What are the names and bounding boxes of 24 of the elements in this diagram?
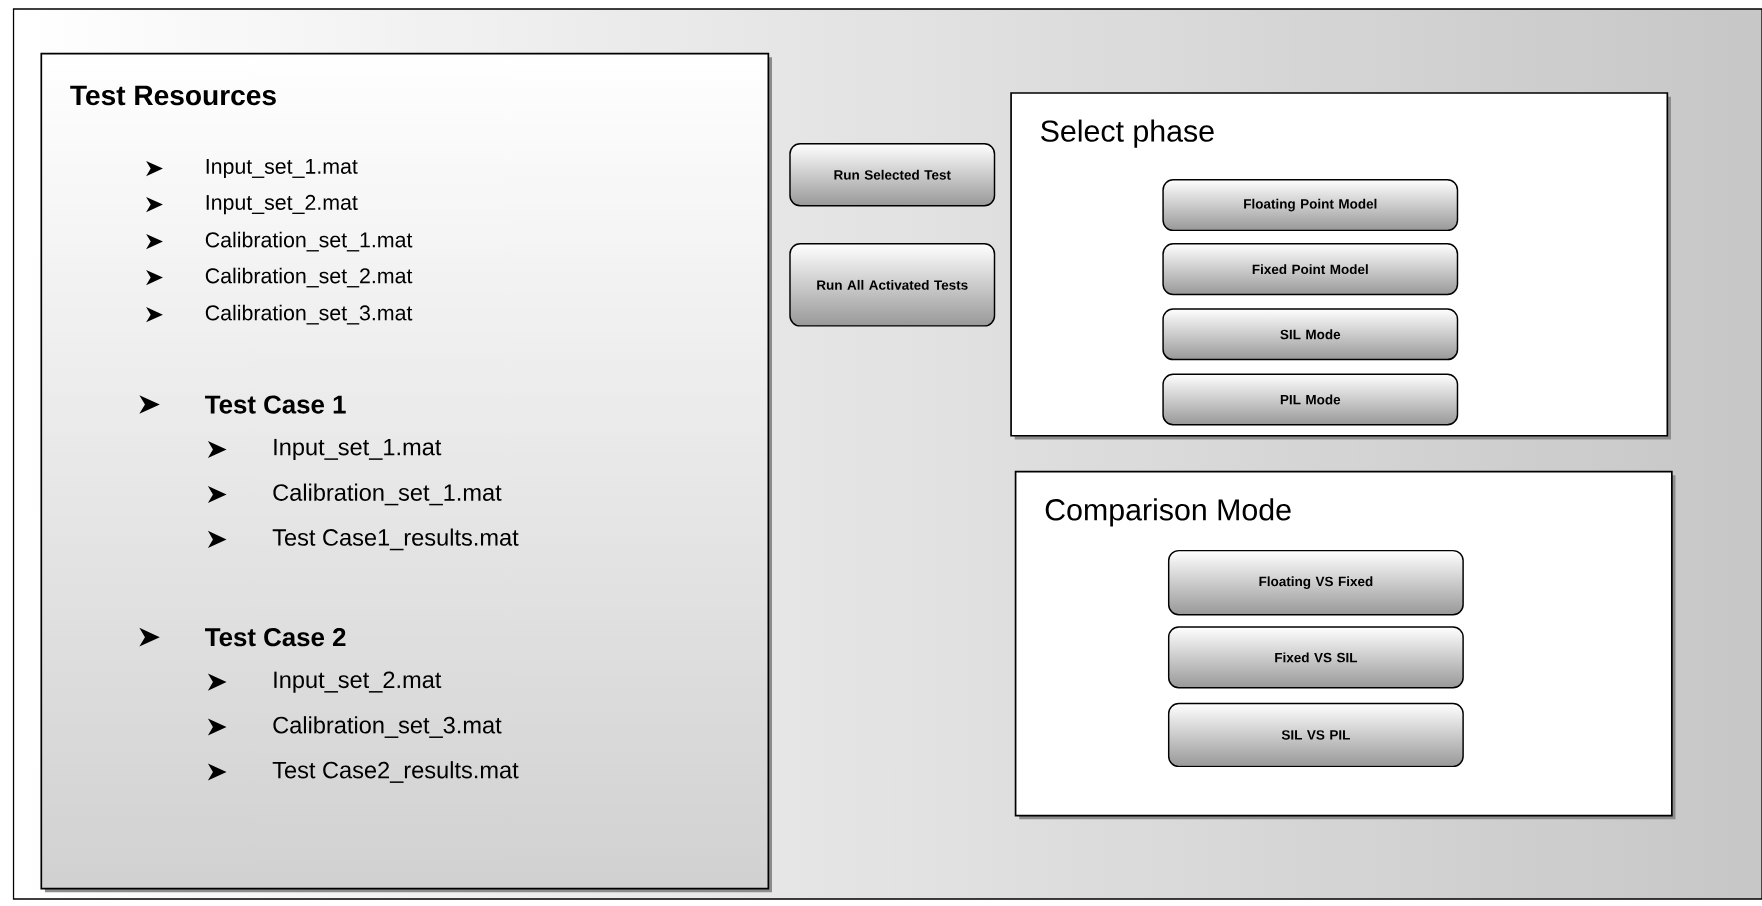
list-item: Test Case1_results.mat bbox=[272, 528, 519, 551]
button: Fixed VS SIL bbox=[1167, 626, 1464, 689]
button: Floating Point Model bbox=[1162, 179, 1459, 232]
panel-heading: Test Resources bbox=[70, 85, 276, 106]
button: Fixed Point Model bbox=[1162, 243, 1459, 296]
button: Run All Activated Tests bbox=[789, 243, 996, 327]
list-item: Input_set_1.mat bbox=[206, 159, 358, 179]
list-item: Calibration_set_1.mat bbox=[273, 483, 502, 506]
list-heading: Test Case 1 bbox=[205, 395, 346, 414]
list-item: Calibration_set_1.mat bbox=[205, 231, 413, 252]
list-item: Input_set_2.mat bbox=[274, 671, 442, 693]
button: PIL Mode bbox=[1162, 373, 1459, 426]
list-item: Input_set_1.mat bbox=[274, 439, 442, 461]
button: SIL Mode bbox=[1162, 308, 1459, 361]
list-heading: Test Case 2 bbox=[205, 628, 346, 647]
list-item: Test Case2_results.mat bbox=[272, 761, 519, 784]
list-item: Input_set_2.mat bbox=[206, 195, 358, 215]
list-item: Calibration_set_3.mat bbox=[273, 716, 502, 739]
list-item: Calibration_set_3.mat bbox=[205, 304, 413, 325]
button: Floating VS Fixed bbox=[1167, 550, 1464, 616]
button: SIL VS PIL bbox=[1167, 702, 1464, 768]
button: Run Selected Test bbox=[789, 143, 996, 207]
list-item: Calibration_set_2.mat bbox=[205, 267, 413, 288]
panel bbox=[40, 52, 772, 893]
